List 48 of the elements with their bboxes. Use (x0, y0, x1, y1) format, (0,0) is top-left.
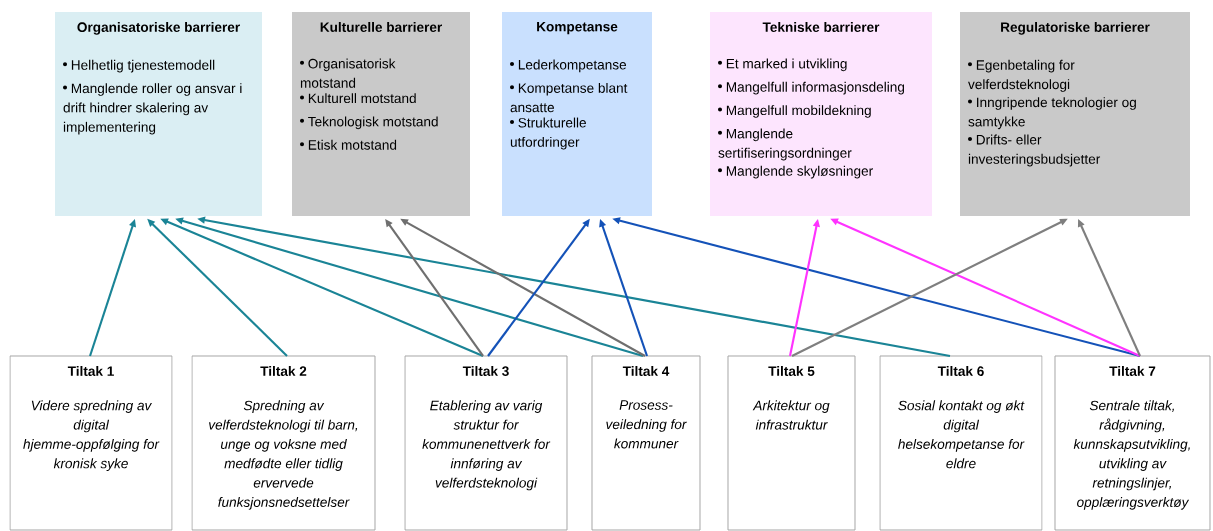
heading: Kulturelle barrierer (320, 22, 442, 32)
bullet-item: Et marked i utvikling (718, 58, 847, 72)
heading: Tiltak 3 (462, 366, 509, 376)
heading: Tekniske barrierer (762, 22, 880, 32)
bullet-item: Inngripende teknologier og samtykke (968, 97, 1136, 130)
bullet-item: Mangelfull informasjonsdeling (718, 81, 904, 95)
measure-box (727, 355, 856, 531)
heading: Tiltak 4 (622, 366, 670, 376)
measure-box (879, 355, 1043, 531)
heading: Tiltak 6 (937, 366, 984, 376)
description: Prosess-veiledning for kommuner (606, 400, 687, 449)
bullet-item: Teknologisk motstand (300, 116, 438, 130)
measure-box (9, 355, 173, 531)
heading: Kompetanse (537, 22, 618, 35)
bullet-item: Manglende roller og ansvar i drift hindrer skalering av implementering (63, 83, 242, 135)
bullet-item: Manglende skyløsninger (718, 165, 873, 179)
description: Sosial kontakt og økt digital helsekompetanse for eldre (898, 400, 1025, 469)
heading: Regulatoriske barrierer (1001, 22, 1150, 35)
description: Sentrale tiltak, rådgivning, kunnskapsutvikling, utvikling av retningslinjer, opplæringsverktøy (1073, 400, 1190, 510)
bullet-item: Egenbetaling for velferdsteknologi (968, 59, 1075, 92)
bullet-item: Mangelfull mobildekning (718, 105, 871, 118)
barrier-box (292, 12, 470, 216)
bullet-item: Manglende sertifiseringsordninger (718, 128, 852, 161)
barrier-box (502, 12, 652, 216)
measure-box (191, 355, 376, 531)
bullet-item: Helhetlig tjenestemodell (63, 59, 215, 73)
bullet-item: Organisatorisk motstand (300, 58, 396, 88)
bullet-item: Strukturelle utfordringer (510, 117, 586, 150)
description: Videre spredning av digital hjemme-oppfølging for kronisk syke (23, 400, 160, 471)
heading: Tiltak 2 (260, 366, 307, 376)
bullet-item: Lederkompetanse (510, 59, 627, 73)
measure-box (404, 355, 568, 531)
heading: Tiltak 7 (1109, 366, 1156, 376)
measure-box (1054, 355, 1211, 531)
measure-box (591, 355, 701, 531)
heading: Tiltak 5 (768, 366, 815, 376)
description: Etablering av varig struktur for kommunenettverk for innføring av velferdsteknologi (422, 400, 551, 491)
bullet-item: Drifts- eller investeringsbudsjetter (968, 134, 1101, 167)
description: Spredning av velferdsteknologi til barn, unge og voksne med medfødte eller tidlig ervervede funksjonsnedsettelser (209, 400, 358, 510)
barrier-box (55, 12, 262, 216)
bullet-item: Etisk motstand (300, 139, 397, 150)
bullet-item: Kulturell motstand (300, 93, 416, 104)
heading: Tiltak 1 (67, 366, 114, 376)
heading: Organisatoriske barrierer (77, 22, 240, 35)
barrier-box (960, 12, 1190, 216)
description: Arkitektur og infrastruktur (752, 400, 830, 430)
bullet-item: Kompetanse blant ansatte (510, 82, 628, 113)
barrier-box (710, 12, 932, 216)
